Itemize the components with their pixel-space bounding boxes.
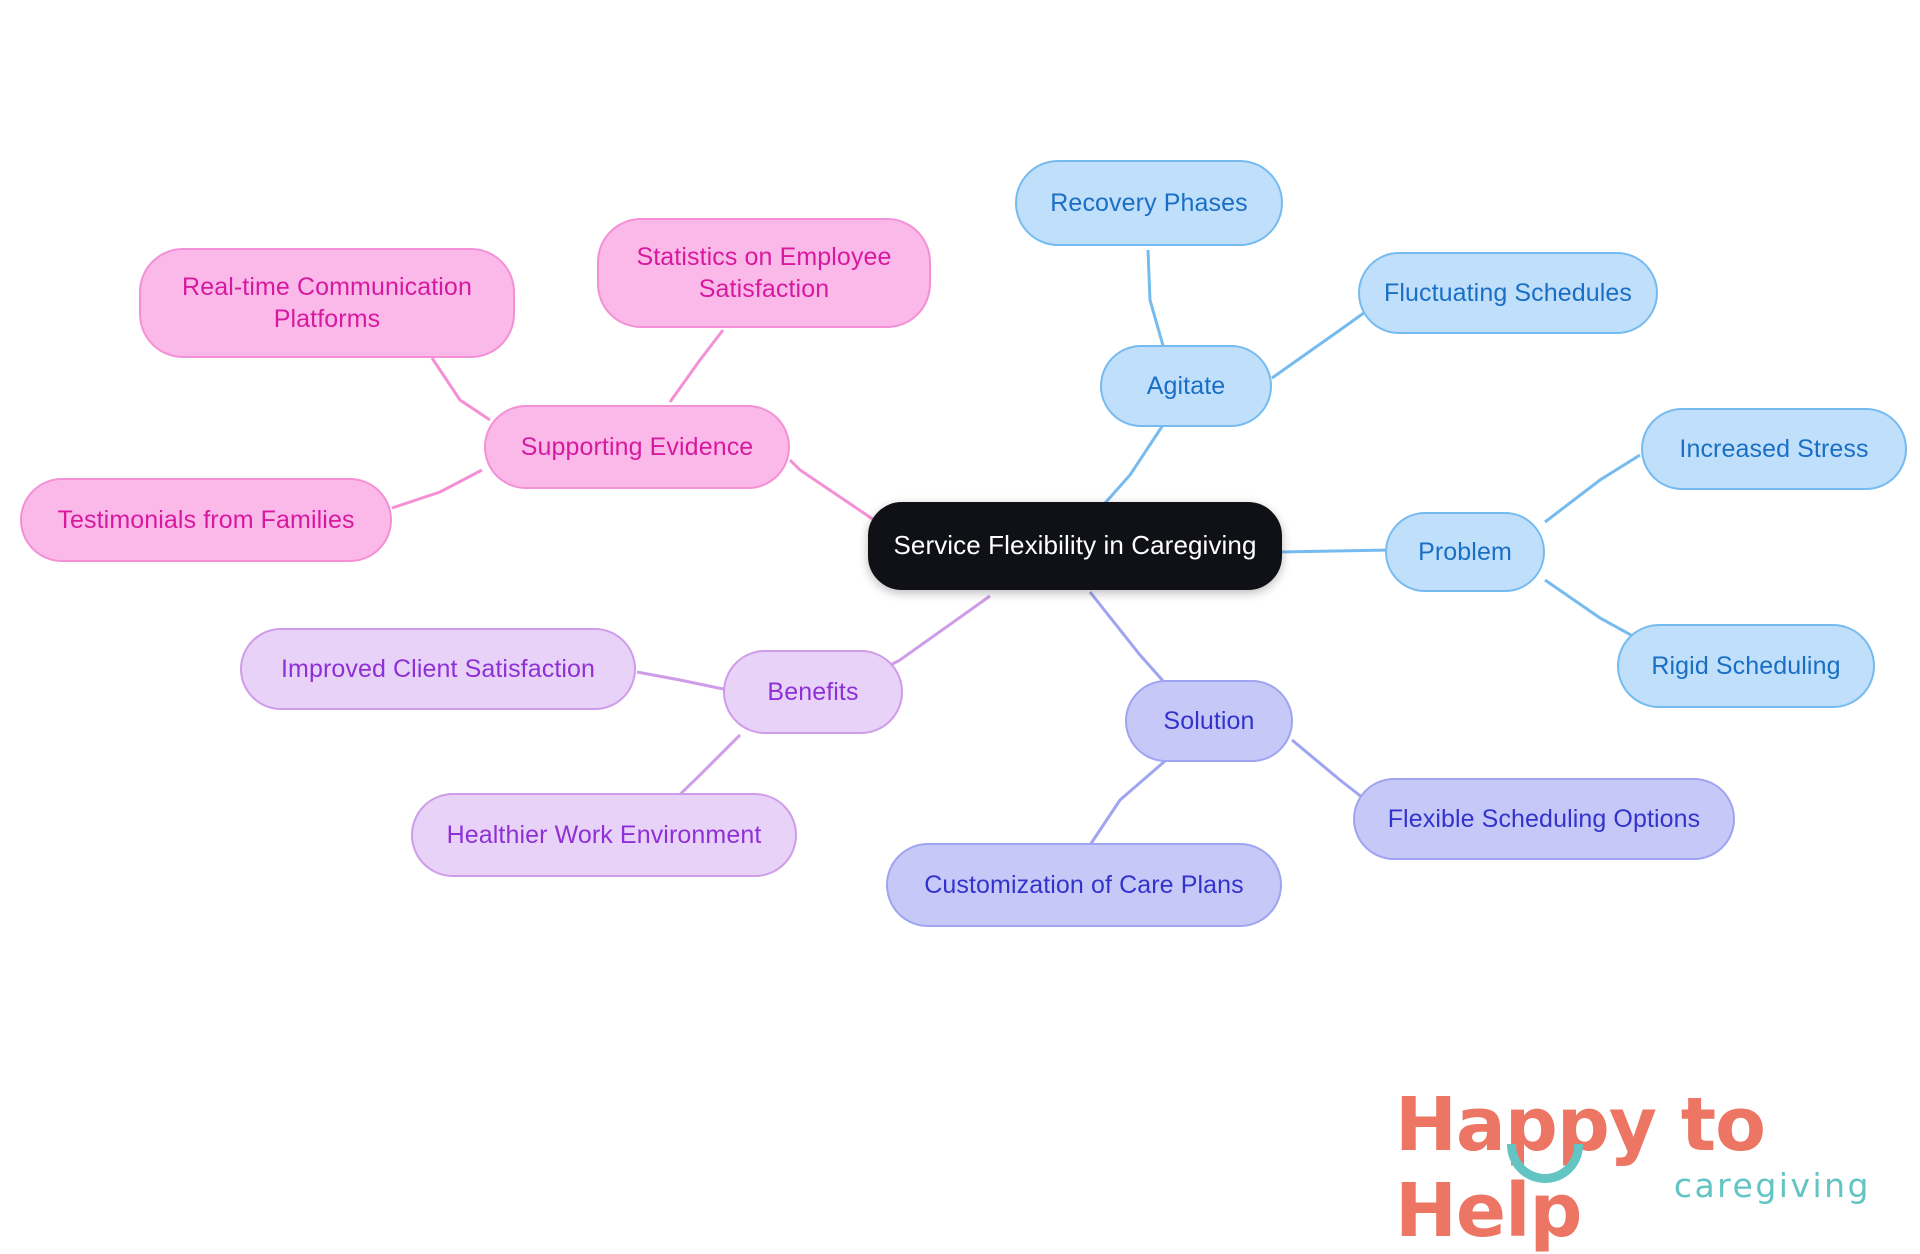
mindmap-node-problem[interactable]: Problem bbox=[1385, 512, 1545, 592]
mindmap-node-testimonials-from-families[interactable]: Testimonials from Families bbox=[20, 478, 392, 562]
mindmap-root-node[interactable]: Service Flexibility in Caregiving bbox=[868, 502, 1282, 590]
edge-supporting-evidence-real-time bbox=[430, 357, 491, 422]
edge-root-supporting-evidence bbox=[788, 458, 881, 526]
edge-benefits-improved-client-satisfaction bbox=[636, 670, 729, 692]
mindmap-node-flexible-scheduling-options[interactable]: Flexible Scheduling Options bbox=[1353, 778, 1735, 860]
edge-problem-rigid-scheduling bbox=[1544, 578, 1641, 642]
mindmap-node-increased-stress[interactable]: Increased Stress bbox=[1641, 408, 1907, 490]
mindmap-node-real-time-communication-platforms[interactable]: Real-time Communication Platforms bbox=[139, 248, 515, 358]
mindmap-node-rigid-scheduling[interactable]: Rigid Scheduling bbox=[1617, 624, 1875, 708]
mindmap-node-statistics-on-employee-satisfaction[interactable]: Statistics on Employee Satisfaction bbox=[597, 218, 931, 328]
mindmap-node-solution[interactable]: Solution bbox=[1125, 680, 1293, 762]
edge-supporting-evidence-testimonials bbox=[391, 468, 483, 510]
mindmap-node-agitate[interactable]: Agitate bbox=[1100, 345, 1272, 427]
edge-supporting-evidence-statistics bbox=[668, 329, 725, 403]
mindmap-node-recovery-phases[interactable]: Recovery Phases bbox=[1015, 160, 1283, 246]
mindmap-canvas: Service Flexibility in Caregiving Agitat… bbox=[20, 160, 1907, 1254]
edge-agitate-fluctuating-schedules bbox=[1271, 303, 1376, 380]
edge-problem-increased-stress bbox=[1544, 453, 1641, 524]
edge-solution-customization-of-care-plans bbox=[1088, 746, 1181, 846]
logo-tagline: caregiving bbox=[1673, 1166, 1871, 1205]
edge-agitate-recovery-phases bbox=[1146, 249, 1168, 357]
mindmap-node-healthier-work-environment[interactable]: Healthier Work Environment bbox=[411, 793, 797, 877]
mindmap-node-benefits[interactable]: Benefits bbox=[723, 650, 903, 734]
edge-layer bbox=[391, 249, 1641, 846]
brand-logo: Happy to Help caregiving bbox=[1395, 1082, 1875, 1254]
mindmap-node-customization-of-care-plans[interactable]: Customization of Care Plans bbox=[886, 843, 1282, 927]
edge-root-problem bbox=[1279, 548, 1391, 554]
mindmap-node-supporting-evidence[interactable]: Supporting Evidence bbox=[484, 405, 790, 489]
mindmap-node-improved-client-satisfaction[interactable]: Improved Client Satisfaction bbox=[240, 628, 636, 710]
mindmap-node-fluctuating-schedules[interactable]: Fluctuating Schedules bbox=[1358, 252, 1658, 334]
